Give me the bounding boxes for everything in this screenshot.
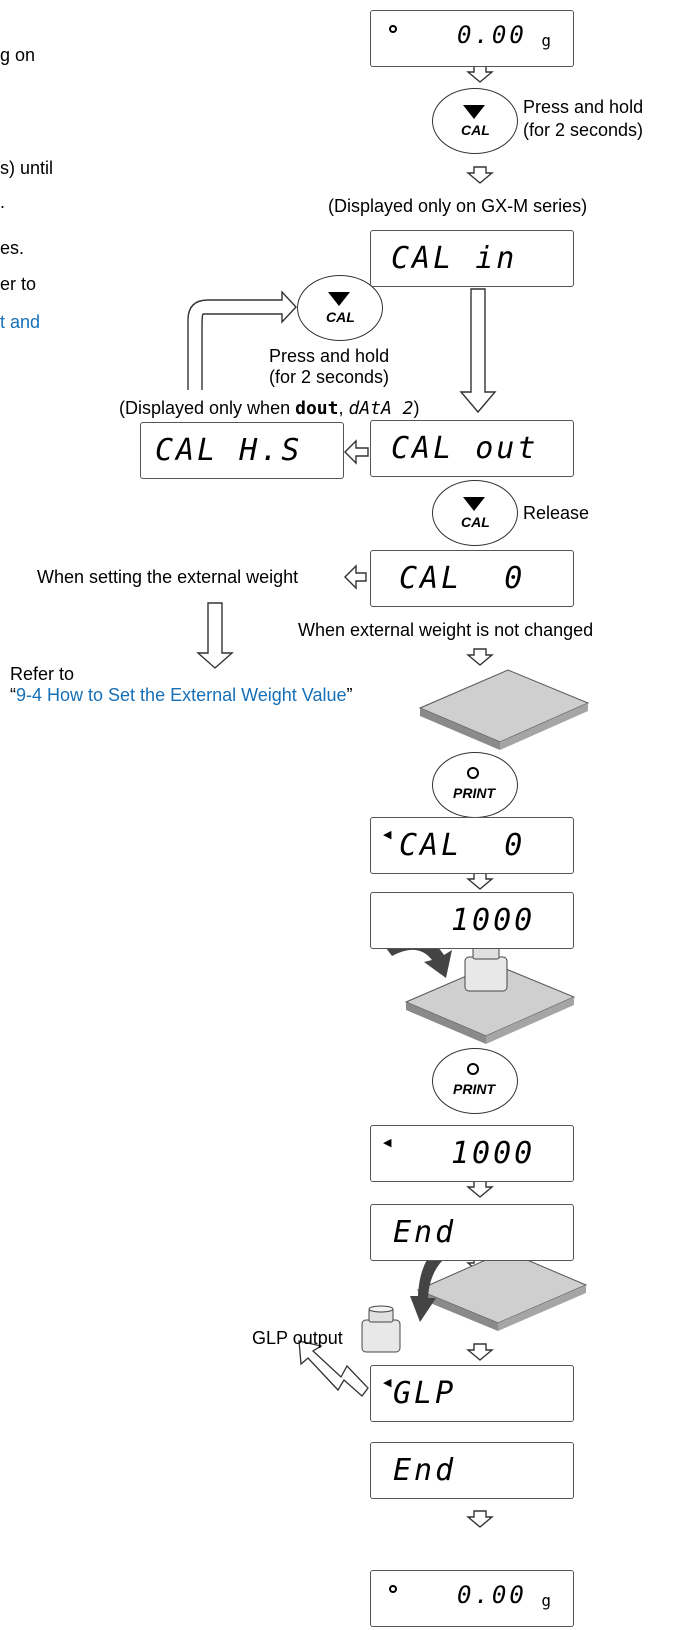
display-zero-top: 0.00 g bbox=[370, 10, 574, 67]
data2-segment: dAtA 2 bbox=[348, 398, 414, 419]
cal-key-3[interactable]: CAL bbox=[432, 480, 518, 546]
display-value: End bbox=[393, 1453, 457, 1488]
two-seconds-label-2: (for 2 seconds) bbox=[269, 367, 390, 387]
left-text-1: g on bbox=[0, 45, 36, 65]
press-hold-label: Press and hold bbox=[523, 97, 644, 117]
left-text-3: . bbox=[0, 192, 6, 212]
display-zero-bottom: 0.00 g bbox=[370, 1570, 574, 1627]
cal-key-2[interactable]: CAL bbox=[297, 275, 383, 341]
process-indicator-icon: ◀ bbox=[383, 1137, 392, 1149]
glp-output-label: GLP output bbox=[252, 1328, 343, 1348]
display-end-1: End bbox=[370, 1204, 574, 1261]
comma: , bbox=[338, 398, 344, 418]
gx-m-note: (Displayed only on GX-M series) bbox=[328, 196, 588, 216]
triangle-down-icon bbox=[463, 105, 485, 119]
display-unit: g bbox=[541, 31, 551, 50]
stable-indicator-icon bbox=[389, 25, 397, 33]
glp-output-arrow bbox=[298, 1340, 369, 1397]
refer-link-text[interactable]: 9-4 How to Set the External Weight Value bbox=[16, 685, 347, 705]
process-indicator-icon: ◀ bbox=[383, 1377, 392, 1389]
displayed-only-when-note: (Displayed only when dout, dAtA 2) bbox=[119, 398, 420, 419]
print-circle-icon bbox=[467, 1063, 479, 1075]
stable-indicator-icon bbox=[389, 1585, 397, 1593]
display-cal-history: CAL H.S bbox=[140, 422, 344, 479]
display-value: CAL in bbox=[391, 241, 518, 276]
refer-link[interactable]: “9-4 How to Set the External Weight Valu… bbox=[10, 685, 353, 705]
display-value: GLP bbox=[393, 1376, 457, 1411]
cal-key-label: CAL bbox=[326, 309, 355, 325]
triangle-down-icon bbox=[463, 497, 485, 511]
display-cal-out: CAL out bbox=[370, 420, 574, 477]
print-circle-icon bbox=[467, 767, 479, 779]
print-key-2[interactable]: PRINT bbox=[432, 1048, 518, 1114]
display-value: CAL 0 bbox=[399, 561, 526, 596]
left-text-4: es. bbox=[0, 238, 25, 258]
display-glp: ◀ GLP bbox=[370, 1365, 574, 1422]
dout-segment: dout bbox=[295, 398, 339, 419]
display-value: CAL 0 bbox=[399, 828, 526, 863]
print-key-label: PRINT bbox=[453, 785, 495, 801]
weighing-pan-3 bbox=[361, 1237, 588, 1353]
two-seconds-label: (for 2 seconds) bbox=[523, 120, 644, 140]
left-text-link[interactable]: t and bbox=[0, 312, 41, 332]
left-text-5: er to bbox=[0, 274, 37, 294]
display-value: 0.00 bbox=[457, 1581, 527, 1609]
display-value: 1000 bbox=[451, 1136, 536, 1171]
print-key-1[interactable]: PRINT bbox=[432, 752, 518, 818]
process-indicator-icon: ◀ bbox=[383, 829, 392, 841]
note-prefix: (Displayed only when bbox=[119, 398, 291, 418]
open-quote: “ bbox=[10, 685, 16, 705]
display-cal-zero-marked: ◀ CAL 0 bbox=[370, 817, 574, 874]
left-text-2: s) until bbox=[0, 158, 54, 178]
display-value: 1000 bbox=[451, 903, 536, 938]
close-quote: ” bbox=[346, 685, 353, 705]
cal-key-1[interactable]: CAL bbox=[432, 88, 518, 154]
external-not-changed-label: When external weight is not changed bbox=[298, 620, 594, 640]
refer-to-label: Refer to bbox=[10, 664, 75, 684]
close-paren: ) bbox=[413, 398, 420, 418]
display-value: 0.00 bbox=[457, 21, 527, 49]
cal-key-label: CAL bbox=[461, 514, 490, 530]
triangle-down-icon bbox=[328, 292, 350, 306]
display-cal-in: CAL in bbox=[370, 230, 574, 287]
weighing-pan-1 bbox=[418, 669, 590, 750]
display-1000: 1000 bbox=[370, 892, 574, 949]
display-value: CAL H.S bbox=[155, 433, 303, 468]
cal-key-label: CAL bbox=[461, 122, 490, 138]
display-1000-marked: ◀ 1000 bbox=[370, 1125, 574, 1182]
display-end-2: End bbox=[370, 1442, 574, 1499]
display-value: End bbox=[393, 1215, 457, 1250]
display-cal-zero: CAL 0 bbox=[370, 550, 574, 607]
display-unit: g bbox=[541, 1591, 551, 1610]
print-key-label: PRINT bbox=[453, 1081, 495, 1097]
when-setting-external-label: When setting the external weight bbox=[37, 567, 299, 587]
display-value: CAL out bbox=[391, 431, 539, 466]
press-hold-label-2: Press and hold bbox=[269, 346, 390, 366]
release-label: Release bbox=[523, 503, 590, 523]
weighing-pan-2 bbox=[386, 935, 576, 1044]
